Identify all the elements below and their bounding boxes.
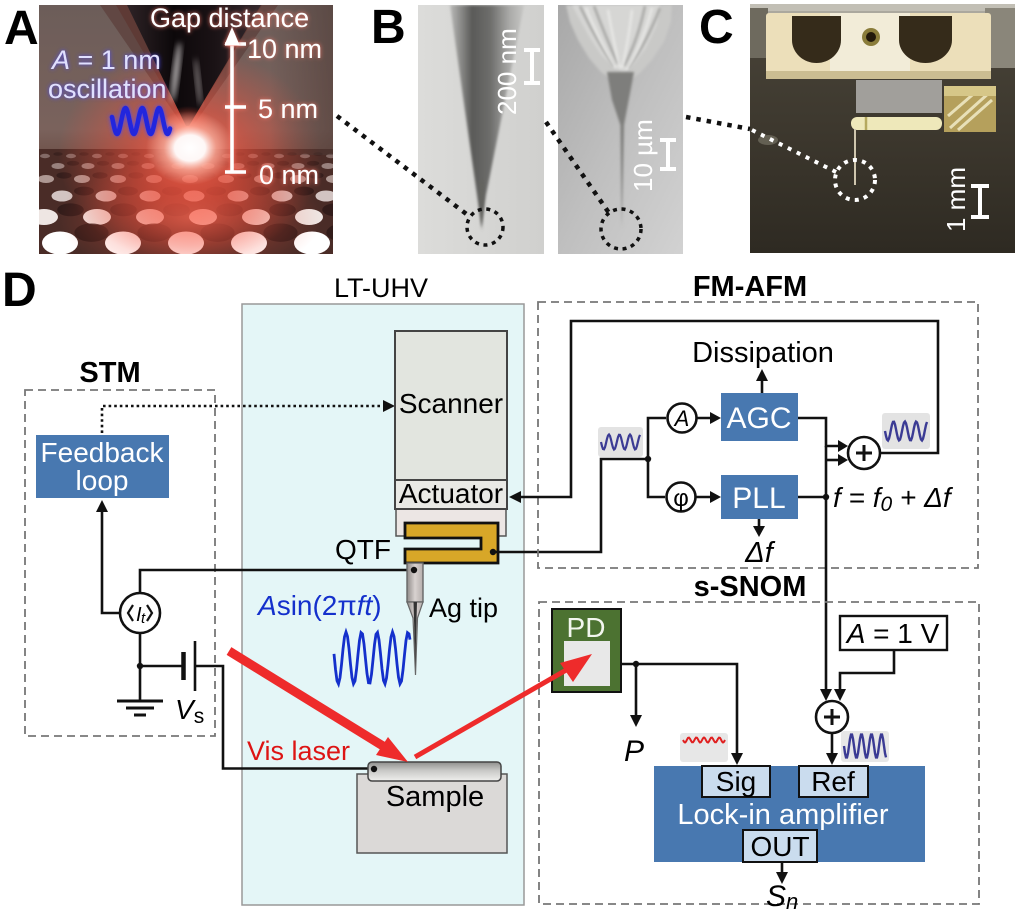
- svg-text:Dissipation: Dissipation: [692, 337, 834, 369]
- svg-text:φ: φ: [673, 485, 689, 512]
- svg-text:Δf: Δf: [744, 537, 775, 569]
- svg-text:Scanner: Scanner: [399, 388, 503, 419]
- svg-text:Asin(2πft): Asin(2πft): [256, 590, 382, 621]
- svg-text:10 nm: 10 nm: [247, 34, 322, 64]
- svg-text:PD: PD: [567, 612, 606, 643]
- svg-text:Sig: Sig: [716, 766, 756, 797]
- svg-text:oscillation: oscillation: [48, 74, 167, 104]
- svg-text:Vs: Vs: [175, 694, 204, 728]
- svg-text:I: I: [136, 604, 142, 626]
- svg-text:Vis laser: Vis laser: [247, 736, 350, 766]
- svg-text:loop: loop: [76, 465, 129, 496]
- svg-text:QTF: QTF: [335, 534, 391, 565]
- svg-text:A: A: [673, 406, 690, 431]
- svg-text:Sample: Sample: [386, 781, 484, 813]
- svg-text:OUT: OUT: [750, 831, 809, 862]
- svg-text:A = 1 nm: A = 1 nm: [50, 45, 161, 75]
- svg-text:Feedback: Feedback: [41, 437, 165, 468]
- svg-text:FM-AFM: FM-AFM: [693, 271, 807, 303]
- svg-text:STM: STM: [79, 357, 140, 389]
- svg-text:A = 1 V: A = 1 V: [845, 618, 940, 649]
- svg-text:AGC: AGC: [726, 402, 791, 435]
- svg-text:A: A: [4, 2, 39, 55]
- svg-text:Actuator: Actuator: [399, 478, 503, 509]
- svg-text:5 nm: 5 nm: [258, 94, 318, 124]
- svg-text:C: C: [699, 1, 734, 54]
- svg-text:1 mm: 1 mm: [941, 167, 971, 232]
- svg-text:LT-UHV: LT-UHV: [334, 273, 428, 303]
- svg-text:0 nm: 0 nm: [259, 160, 319, 190]
- svg-text:P: P: [624, 735, 644, 768]
- svg-text:t: t: [141, 610, 146, 627]
- svg-text:Ref: Ref: [811, 766, 855, 797]
- svg-text:Lock-in amplifier: Lock-in amplifier: [677, 799, 888, 831]
- svg-text:Ag tip: Ag tip: [429, 593, 498, 623]
- svg-text:Gap distance: Gap distance: [150, 3, 309, 33]
- svg-text:B: B: [371, 1, 406, 54]
- svg-text:f = f0 + Δf: f = f0 + Δf: [833, 482, 954, 516]
- svg-text:Sn: Sn: [766, 880, 798, 912]
- svg-text:D: D: [2, 264, 37, 317]
- svg-text:200 nm: 200 nm: [492, 28, 522, 115]
- svg-text:s-SNOM: s-SNOM: [694, 571, 807, 603]
- svg-text:10 µm: 10 µm: [628, 119, 658, 192]
- svg-text:PLL: PLL: [732, 482, 785, 515]
